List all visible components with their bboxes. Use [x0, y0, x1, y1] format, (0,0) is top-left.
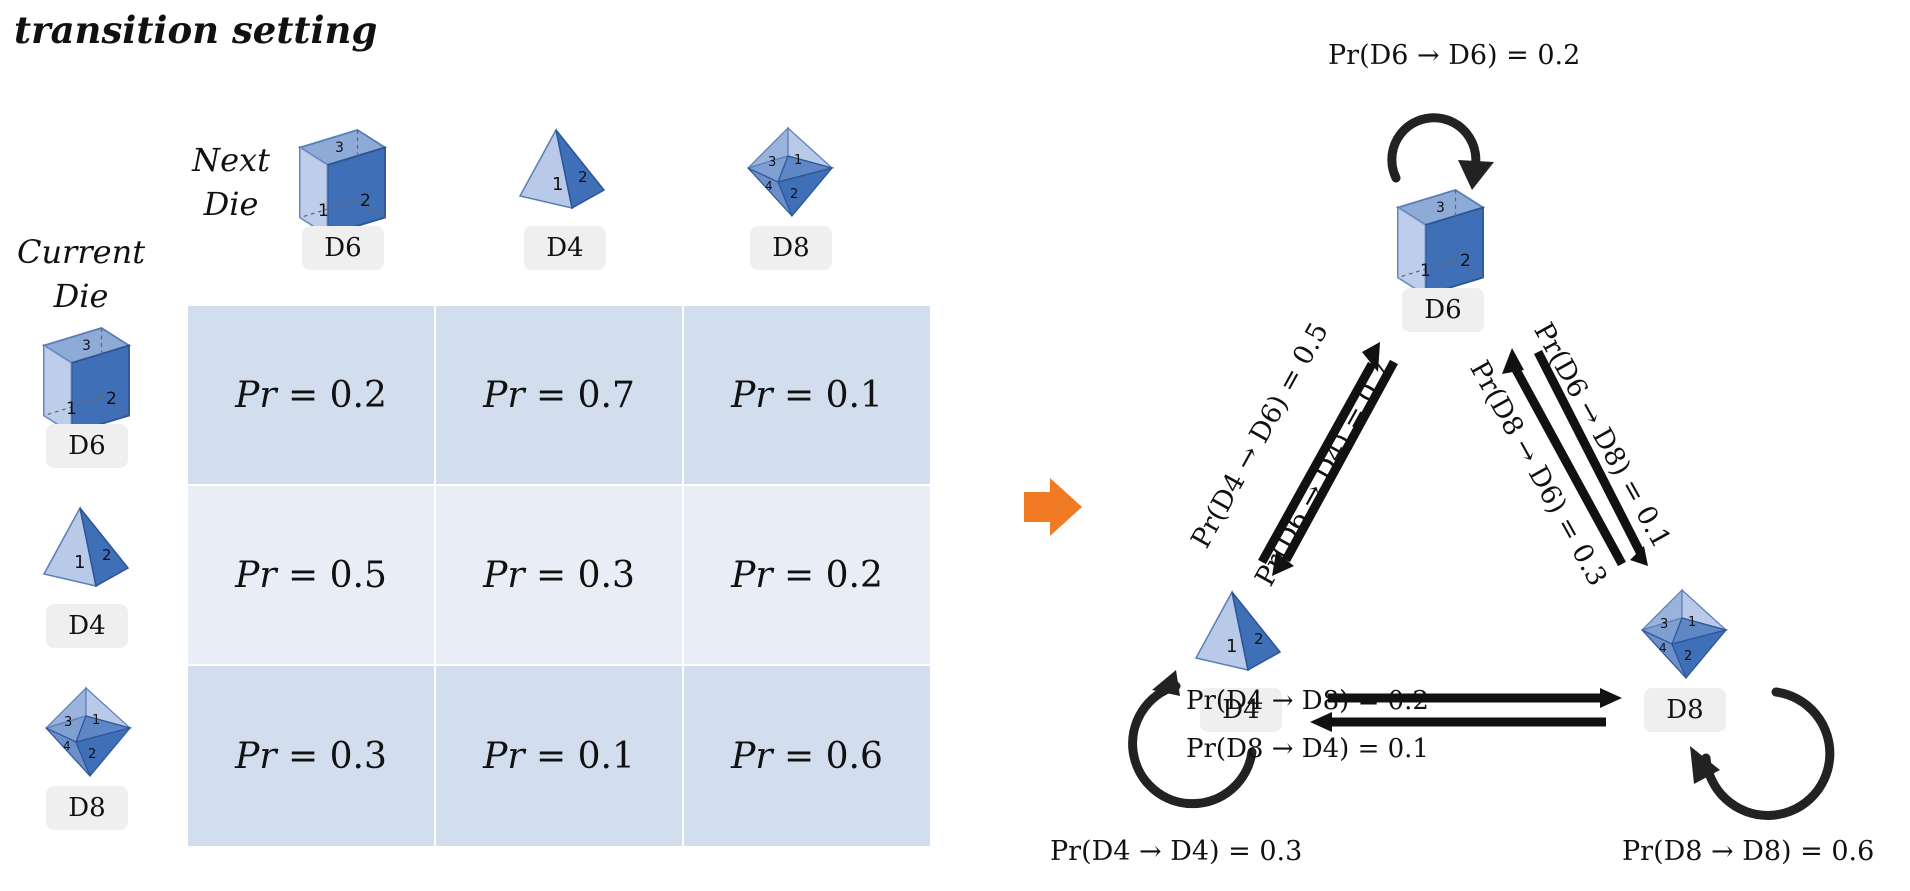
- row-d8-face-4: 4: [63, 739, 71, 753]
- d8-face-3: 3: [768, 155, 776, 170]
- label-d4-d8: Pr(D4 → D8) = 0.2: [1186, 686, 1429, 716]
- column-d8-badge: D8: [750, 226, 832, 270]
- matrix-cell: Pr = 0.2: [188, 306, 434, 484]
- matrix-cell: Pr = 0.2: [684, 486, 930, 664]
- d4-face-2: 2: [578, 168, 588, 186]
- graph-d8-face-1: 1: [1688, 615, 1696, 630]
- d6-face-2: 2: [360, 191, 371, 211]
- graph-d4-face-1: 1: [1226, 636, 1237, 657]
- row-d4-face-1: 1: [74, 552, 85, 573]
- matrix-cell: Pr = 0.6: [684, 666, 930, 846]
- d4-tetra-icon: 1 2: [519, 129, 605, 209]
- row-d8-badge: D8: [46, 786, 128, 830]
- d8-octa-icon: 3 1 4 2: [747, 127, 833, 217]
- matrix-cell: Pr = 0.3: [436, 486, 682, 664]
- graph-d8-face-4: 4: [1659, 641, 1667, 655]
- column-d6-badge: D6: [302, 226, 384, 270]
- next-label-line2: Die: [203, 185, 259, 223]
- row-d6-face-2: 2: [106, 389, 117, 409]
- edge-d4-d6: [1258, 361, 1376, 565]
- edge-d6-d8: [1533, 349, 1645, 555]
- row-d8-face-2: 2: [88, 747, 96, 762]
- label-d6-d6: Pr(D6 → D6) = 0.2: [1328, 40, 1581, 71]
- d8-face-1: 1: [794, 153, 802, 168]
- row-d4-badge: D4: [46, 604, 128, 648]
- matrix-cell: Pr = 0.1: [684, 306, 930, 484]
- matrix-cell: Pr = 0.7: [436, 306, 682, 484]
- graph-d4-badge: D4: [1200, 688, 1282, 732]
- graph-d4-face-2: 2: [1254, 630, 1264, 648]
- row-d8-octa-icon: 3 1 4 2: [45, 687, 131, 777]
- edge-d6-d4: [1282, 359, 1398, 563]
- current-die-label: Current Die: [6, 230, 156, 318]
- matrix-cell: Pr = 0.1: [436, 666, 682, 846]
- d4-face-1: 1: [552, 174, 563, 195]
- row-d4-face-2: 2: [102, 546, 112, 564]
- d8-face-4: 4: [765, 179, 773, 193]
- next-die-label: Next Die: [186, 138, 276, 226]
- row-d6-cube-icon: 1 2 3: [43, 327, 130, 434]
- row-d6-face-3: 3: [82, 338, 91, 354]
- d8-face-2: 2: [790, 187, 798, 202]
- page-title: transition setting: [14, 8, 378, 52]
- d6-face-1: 1: [318, 201, 329, 221]
- graph-d8-face-2: 2: [1684, 649, 1692, 664]
- d6-cube-icon: 1 2 3: [299, 129, 386, 236]
- row-d4-tetra-icon: 1 2: [43, 507, 129, 587]
- current-label-line2: Die: [53, 277, 109, 315]
- graph-d6-face-3: 3: [1436, 200, 1445, 216]
- label-d4-d4: Pr(D4 → D4) = 0.3: [1050, 836, 1303, 867]
- row-d8-face-3: 3: [64, 715, 72, 730]
- matrix-cell: Pr = 0.5: [188, 486, 434, 664]
- row-d8-face-1: 1: [92, 713, 100, 728]
- loop-d6: [1387, 113, 1481, 183]
- loop-d8: [1701, 687, 1835, 820]
- label-d8-d4: Pr(D8 → D4) = 0.1: [1186, 734, 1429, 764]
- transition-matrix: Pr = 0.2 Pr = 0.7 Pr = 0.1 Pr = 0.5 Pr =…: [188, 306, 930, 846]
- column-d4-badge: D4: [524, 226, 606, 270]
- d6-face-3: 3: [335, 140, 344, 156]
- graph-d8-badge: D8: [1644, 688, 1726, 732]
- graph-d8-octa-icon: 3 1 4 2: [1641, 589, 1727, 679]
- row-d6-face-1: 1: [66, 399, 77, 419]
- next-label-line1: Next: [192, 141, 270, 179]
- loop-d4: [1128, 681, 1257, 809]
- graph-d8-face-3: 3: [1660, 617, 1668, 632]
- matrix-cell: Pr = 0.3: [188, 666, 434, 846]
- state-graph: [1128, 113, 1835, 820]
- graph-d6-badge: D6: [1402, 288, 1484, 332]
- current-label-line1: Current: [16, 233, 146, 271]
- edge-d8-d6: [1510, 363, 1626, 567]
- orange-arrow-icon: [1024, 478, 1082, 536]
- graph-d6-face-2: 2: [1460, 251, 1471, 271]
- graph-d6-cube-icon: 1 2 3: [1397, 189, 1484, 296]
- label-d8-d8: Pr(D8 → D8) = 0.6: [1622, 836, 1875, 867]
- graph-d4-tetra-icon: 1 2: [1195, 591, 1281, 671]
- row-d6-badge: D6: [46, 424, 128, 468]
- graph-d6-face-1: 1: [1420, 261, 1431, 281]
